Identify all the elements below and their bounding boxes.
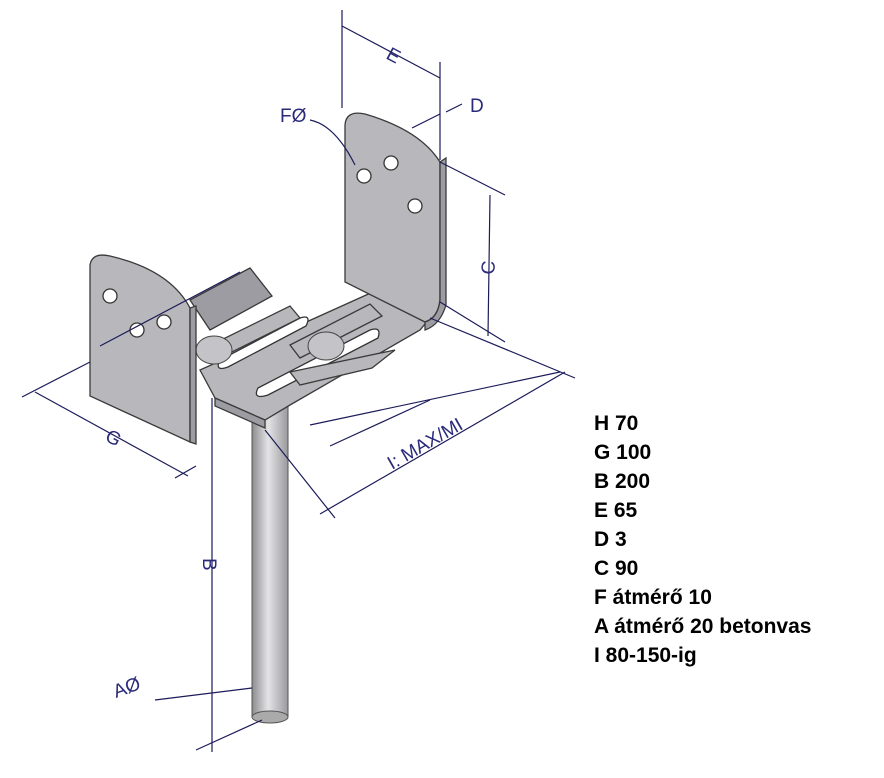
dim-label-b: B xyxy=(198,558,219,571)
spec-item: I 80-150-ig xyxy=(594,644,697,667)
dim-label-i: I: MAX/MI xyxy=(384,414,467,474)
spec-item: G 100 xyxy=(594,441,652,464)
spec-item: C 90 xyxy=(594,557,639,580)
dim-label-e: E xyxy=(383,44,404,68)
spec-item: B 200 xyxy=(594,470,651,493)
spec-item: A átmérő 20 betonvas xyxy=(594,615,812,638)
dimension-lines xyxy=(21,10,576,752)
spec-item: E 65 xyxy=(594,499,638,522)
dim-label-c: C xyxy=(478,260,500,276)
spec-item: D 3 xyxy=(594,528,627,551)
right-plate xyxy=(344,112,447,331)
spec-list: H 70 G 100 B 200 E 65 D 3 C 90 F átmérő … xyxy=(594,409,811,670)
dim-label-f-diameter: FØ xyxy=(280,106,307,127)
dim-label-a-diameter: AØ xyxy=(111,674,144,703)
spec-item: H 70 xyxy=(594,412,639,435)
dim-label-d: D xyxy=(470,96,484,117)
left-plate xyxy=(89,254,197,445)
dim-label-g: G xyxy=(102,426,125,451)
spec-item: F átmérő 10 xyxy=(594,586,712,609)
base-plate xyxy=(189,267,431,429)
